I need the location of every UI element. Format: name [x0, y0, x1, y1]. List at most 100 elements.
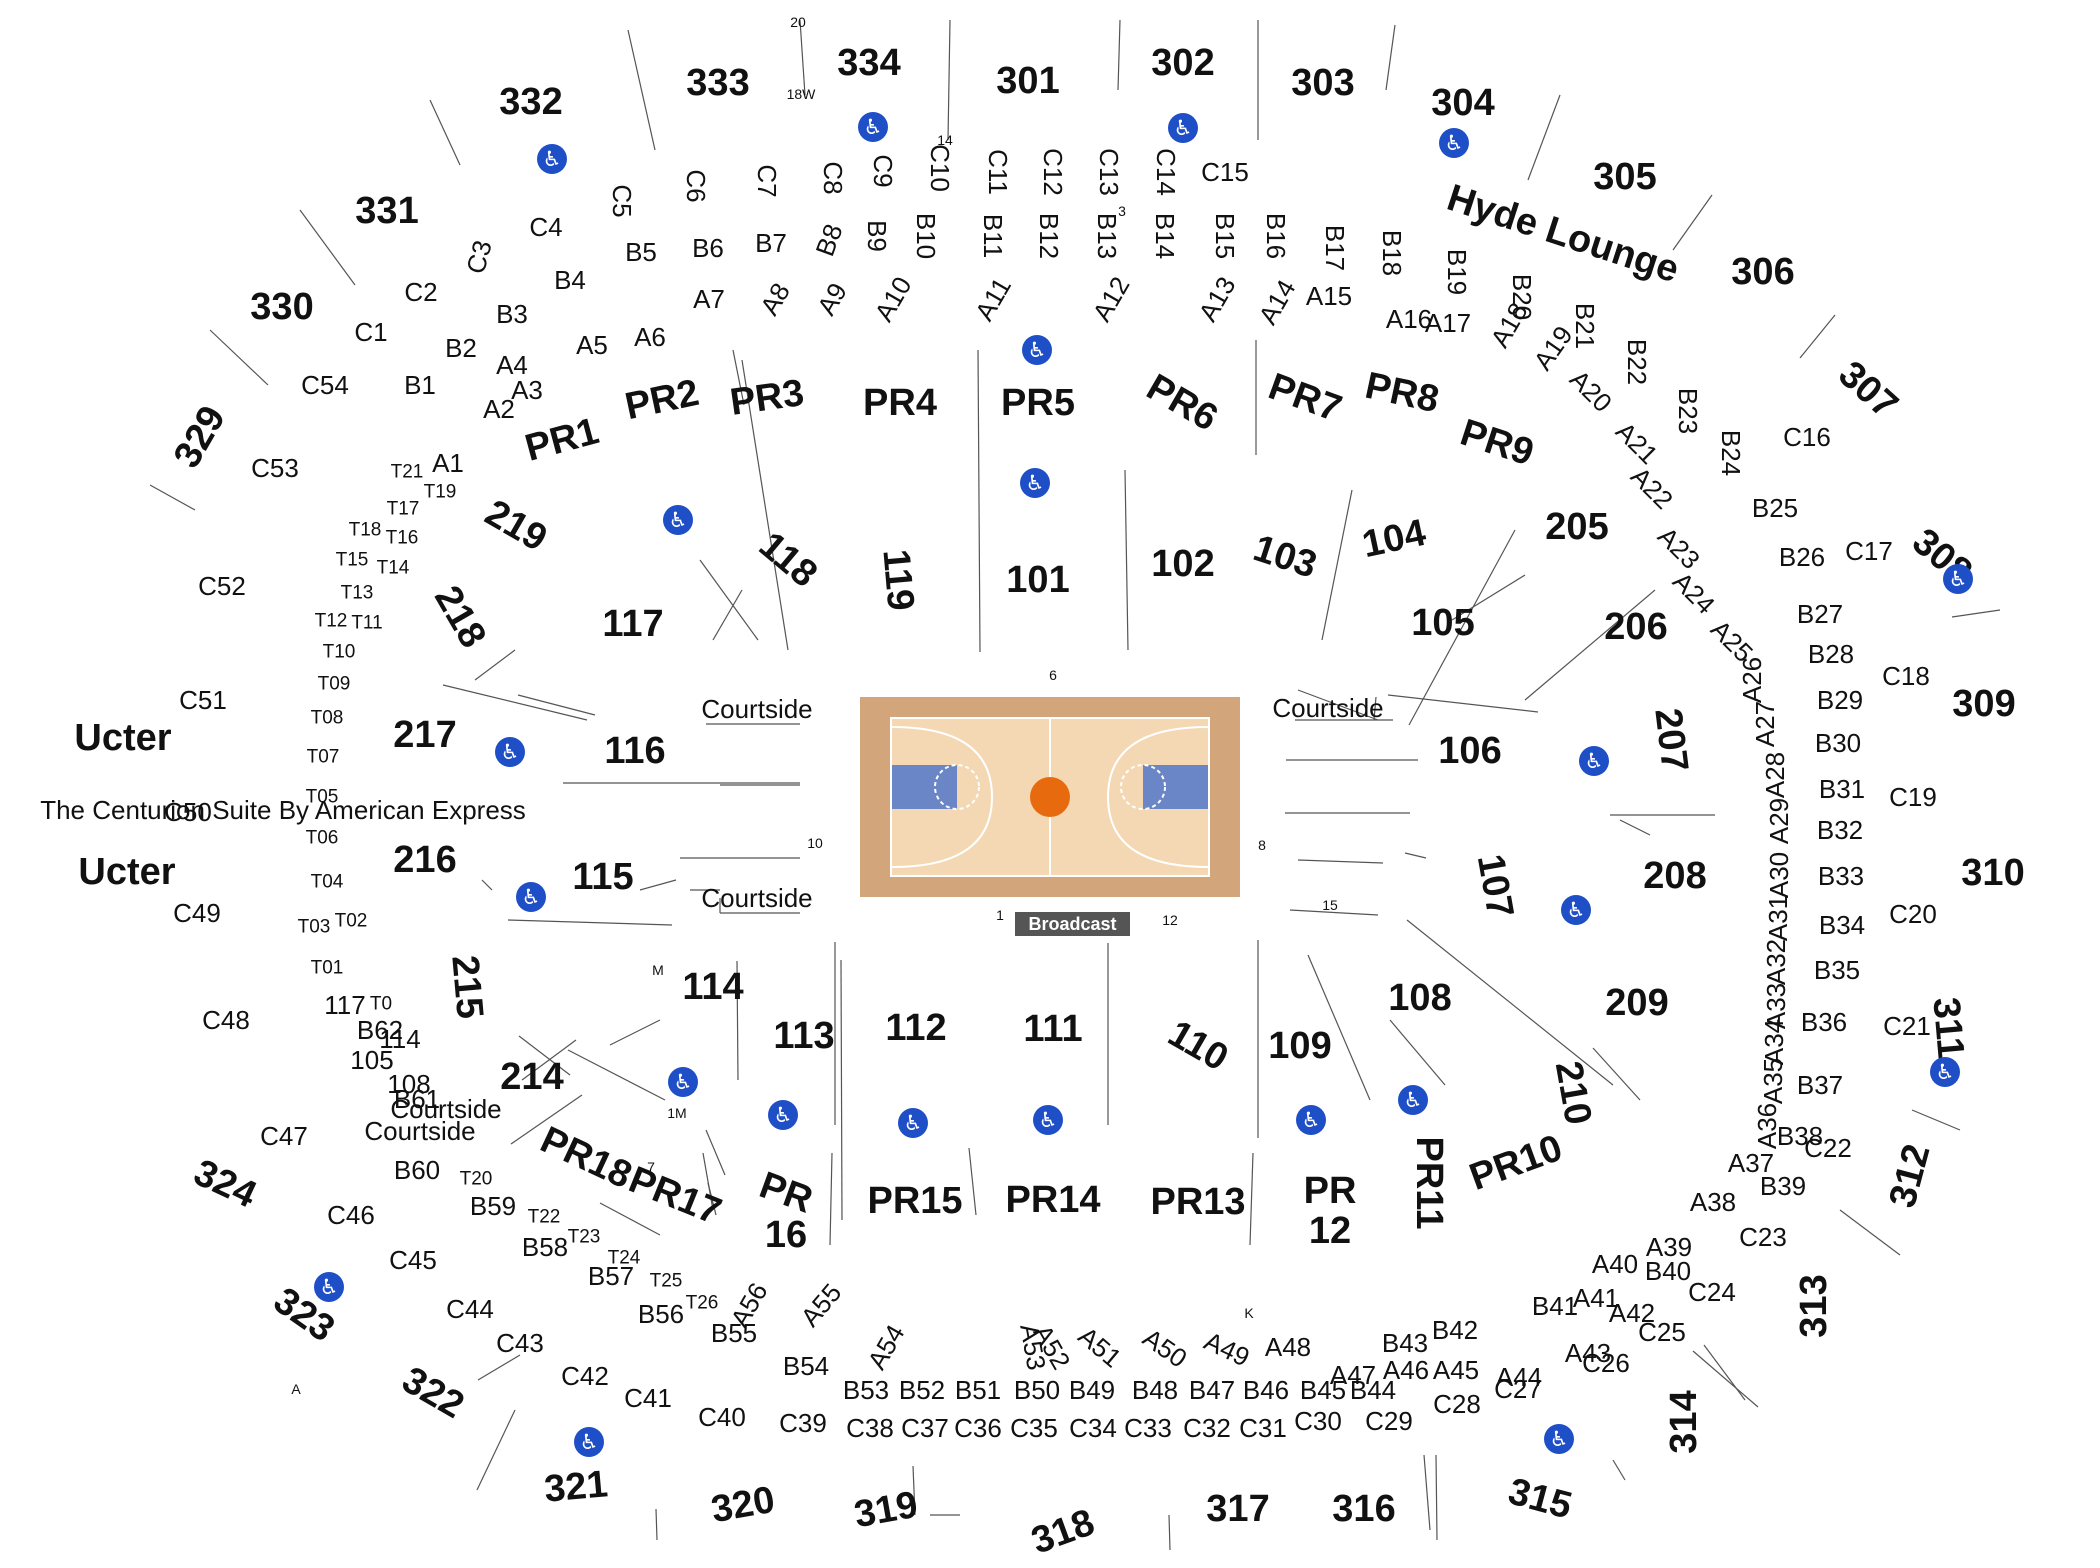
section-a44[interactable]: A44 — [1495, 1362, 1543, 1392]
section-b49[interactable]: B49 — [1068, 1375, 1116, 1405]
section-t21[interactable]: T21 — [390, 461, 424, 483]
section-206[interactable]: 206 — [1604, 606, 1668, 648]
section-a6[interactable]: A6 — [634, 322, 666, 352]
section-c17[interactable]: C17 — [1845, 536, 1893, 566]
section-b41[interactable]: B41 — [1531, 1291, 1579, 1321]
section-c47[interactable]: C47 — [260, 1121, 308, 1151]
section-320[interactable]: 320 — [708, 1478, 778, 1532]
section-303[interactable]: 303 — [1291, 62, 1355, 104]
section-courtside[interactable]: Courtside — [701, 694, 813, 724]
section-t02[interactable]: T02 — [334, 910, 368, 932]
section-c38[interactable]: C38 — [846, 1413, 894, 1443]
section-a36[interactable]: A36 — [1752, 1102, 1782, 1150]
section-c54[interactable]: C54 — [301, 370, 349, 400]
section-b61[interactable]: B61 — [393, 1084, 441, 1114]
section-205[interactable]: 205 — [1545, 506, 1609, 548]
section-pr14[interactable]: PR14 — [1005, 1179, 1101, 1221]
section-t17[interactable]: T17 — [386, 498, 420, 520]
section-ucter[interactable]: Ucter — [74, 717, 172, 759]
section-a39[interactable]: A39 — [1645, 1232, 1693, 1262]
section-c7[interactable]: C7 — [752, 164, 782, 198]
section-c22[interactable]: C22 — [1804, 1133, 1852, 1163]
section-c16[interactable]: C16 — [1783, 422, 1831, 452]
section-pr4[interactable]: PR4 — [863, 382, 937, 424]
section-108[interactable]: 108 — [1388, 977, 1452, 1019]
section-c6[interactable]: C6 — [681, 169, 711, 203]
section-c31[interactable]: C31 — [1239, 1413, 1287, 1443]
section-b47[interactable]: B47 — [1188, 1375, 1236, 1405]
section-b4[interactable]: B4 — [554, 265, 586, 295]
section-t12[interactable]: T12 — [314, 610, 348, 632]
section-c32[interactable]: C32 — [1183, 1413, 1231, 1443]
section-105[interactable]: 105 — [350, 1045, 394, 1075]
section-t05[interactable]: T05 — [305, 786, 339, 808]
section-b30[interactable]: B30 — [1814, 728, 1862, 758]
section-c2[interactable]: C2 — [404, 277, 438, 307]
section-ucter[interactable]: Ucter — [78, 851, 176, 893]
section-12[interactable]: 12 — [1308, 1210, 1352, 1252]
section-c37[interactable]: C37 — [901, 1413, 949, 1443]
section-a4[interactable]: A4 — [496, 350, 528, 380]
section-306[interactable]: 306 — [1731, 251, 1795, 293]
section-a32[interactable]: A32 — [1761, 938, 1791, 986]
section-209[interactable]: 209 — [1605, 982, 1669, 1024]
section-t18[interactable]: T18 — [348, 519, 382, 541]
section-216[interactable]: 216 — [393, 839, 457, 881]
section-301[interactable]: 301 — [996, 60, 1060, 102]
section-114[interactable]: 114 — [682, 966, 744, 1008]
section-a3[interactable]: A3 — [511, 375, 543, 405]
section-c30[interactable]: C30 — [1294, 1406, 1342, 1436]
section-t08[interactable]: T08 — [310, 707, 344, 729]
section-b23[interactable]: B23 — [1673, 387, 1703, 435]
section-208[interactable]: 208 — [1643, 855, 1707, 897]
section-c48[interactable]: C48 — [202, 1005, 250, 1035]
section-c44[interactable]: C44 — [446, 1294, 494, 1324]
section-t15[interactable]: T15 — [335, 549, 369, 571]
section-c5[interactable]: C5 — [607, 184, 637, 218]
section-313[interactable]: 313 — [1793, 1274, 1835, 1338]
section-b39[interactable]: B39 — [1759, 1171, 1807, 1201]
section-107[interactable]: 107 — [1468, 851, 1522, 921]
section-c11[interactable]: C11 — [983, 149, 1013, 195]
section-c35[interactable]: C35 — [1010, 1413, 1058, 1443]
section-310[interactable]: 310 — [1961, 852, 2025, 894]
section-c25[interactable]: C25 — [1638, 1317, 1686, 1347]
section-b3[interactable]: B3 — [496, 299, 528, 329]
section-t04[interactable]: T04 — [310, 871, 344, 893]
section-115[interactable]: 115 — [572, 856, 634, 898]
section-333[interactable]: 333 — [686, 62, 750, 104]
section-a28[interactable]: A28 — [1760, 751, 1790, 799]
section-t09[interactable]: T09 — [317, 673, 351, 695]
section-c53[interactable]: C53 — [251, 453, 299, 483]
section-t25[interactable]: T25 — [649, 1270, 683, 1292]
section-304[interactable]: 304 — [1431, 82, 1495, 124]
section-214[interactable]: 214 — [500, 1056, 564, 1098]
section-b48[interactable]: B48 — [1131, 1375, 1179, 1405]
section-a7[interactable]: A7 — [693, 284, 725, 314]
section-b62[interactable]: B62 — [356, 1015, 404, 1045]
section-b46[interactable]: B46 — [1242, 1375, 1290, 1405]
section-a17[interactable]: A17 — [1424, 308, 1472, 338]
section-t06[interactable]: T06 — [305, 827, 339, 849]
section-b38[interactable]: B38 — [1776, 1121, 1824, 1151]
section-b55[interactable]: B55 — [710, 1318, 758, 1348]
section-314[interactable]: 314 — [1663, 1390, 1705, 1454]
section-b51[interactable]: B51 — [954, 1375, 1002, 1405]
section-b16[interactable]: B16 — [1261, 212, 1291, 260]
section-b24[interactable]: B24 — [1716, 429, 1746, 477]
section-b54[interactable]: B54 — [782, 1351, 830, 1381]
section-c50[interactable]: C50 — [164, 797, 212, 827]
section-t10[interactable]: T10 — [322, 641, 356, 663]
section-b37[interactable]: B37 — [1796, 1070, 1844, 1100]
section-309[interactable]: 309 — [1952, 683, 2016, 725]
section-b11[interactable]: B11 — [978, 213, 1008, 259]
section-pr3[interactable]: PR3 — [727, 372, 807, 424]
section-117[interactable]: 117 — [602, 603, 664, 645]
section-b10[interactable]: B10 — [911, 212, 941, 260]
section-101[interactable]: 101 — [1006, 559, 1070, 601]
section-317[interactable]: 317 — [1206, 1488, 1270, 1530]
section-116[interactable]: 116 — [604, 730, 666, 772]
section-b25[interactable]: B25 — [1751, 493, 1799, 523]
section-207[interactable]: 207 — [1646, 705, 1696, 775]
section-b44[interactable]: B44 — [1349, 1375, 1397, 1405]
